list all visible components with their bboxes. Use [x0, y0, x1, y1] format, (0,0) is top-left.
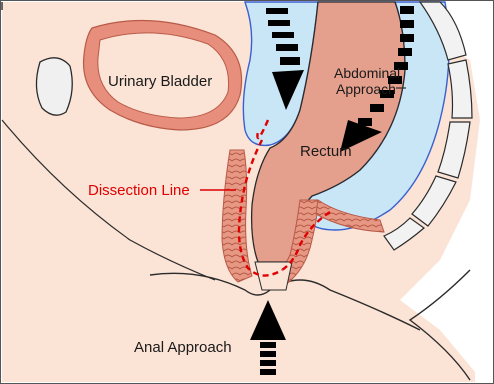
- label-urinary-bladder: Urinary Bladder: [108, 73, 212, 90]
- label-dissection-line: Dissection Line: [88, 182, 190, 199]
- pubic-bone: [36, 58, 72, 115]
- label-abdominal-approach-1: Abdominal: [334, 65, 400, 81]
- label-anal-approach: Anal Approach: [134, 339, 232, 356]
- label-abdominal-approach-2: Approach: [336, 81, 396, 97]
- label-rectum: Rectum: [300, 143, 352, 160]
